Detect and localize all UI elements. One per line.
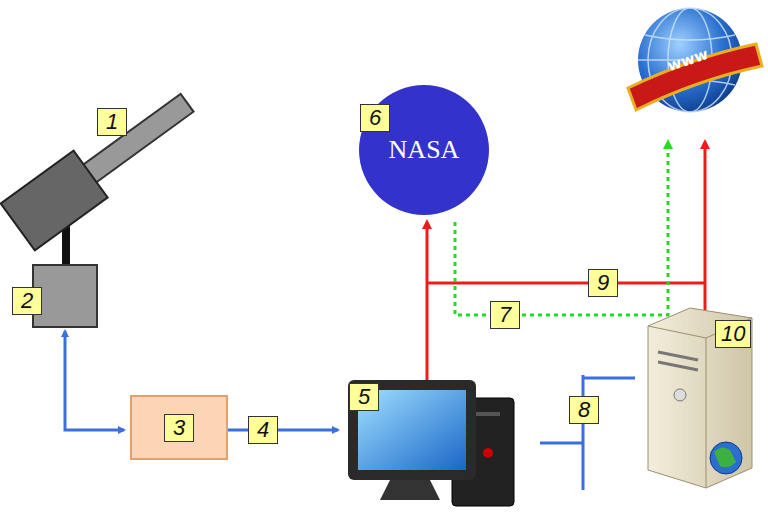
callout-number: 4 <box>248 416 278 444</box>
callout-number: 5 <box>349 383 379 411</box>
callout-number: 9 <box>588 269 618 297</box>
callout-number: 1 <box>97 108 127 136</box>
control-link <box>65 333 124 430</box>
telescope-mount <box>33 265 97 327</box>
callout-number: 2 <box>12 287 42 315</box>
callout-number: 10 <box>715 320 751 348</box>
computer <box>348 380 514 506</box>
data-link <box>228 429 338 432</box>
telescope <box>1 80 205 268</box>
public-link <box>455 142 668 315</box>
callout-number: 8 <box>569 396 599 424</box>
www-globe <box>628 8 762 112</box>
network-bus <box>540 375 635 490</box>
process-box: 3 <box>130 395 228 460</box>
callout-number: 3 <box>164 414 194 442</box>
upload-line <box>426 222 429 380</box>
callout-number: 7 <box>490 301 520 329</box>
node-label: NASA <box>389 135 460 165</box>
server <box>648 308 752 488</box>
callout-number: 6 <box>360 104 390 132</box>
